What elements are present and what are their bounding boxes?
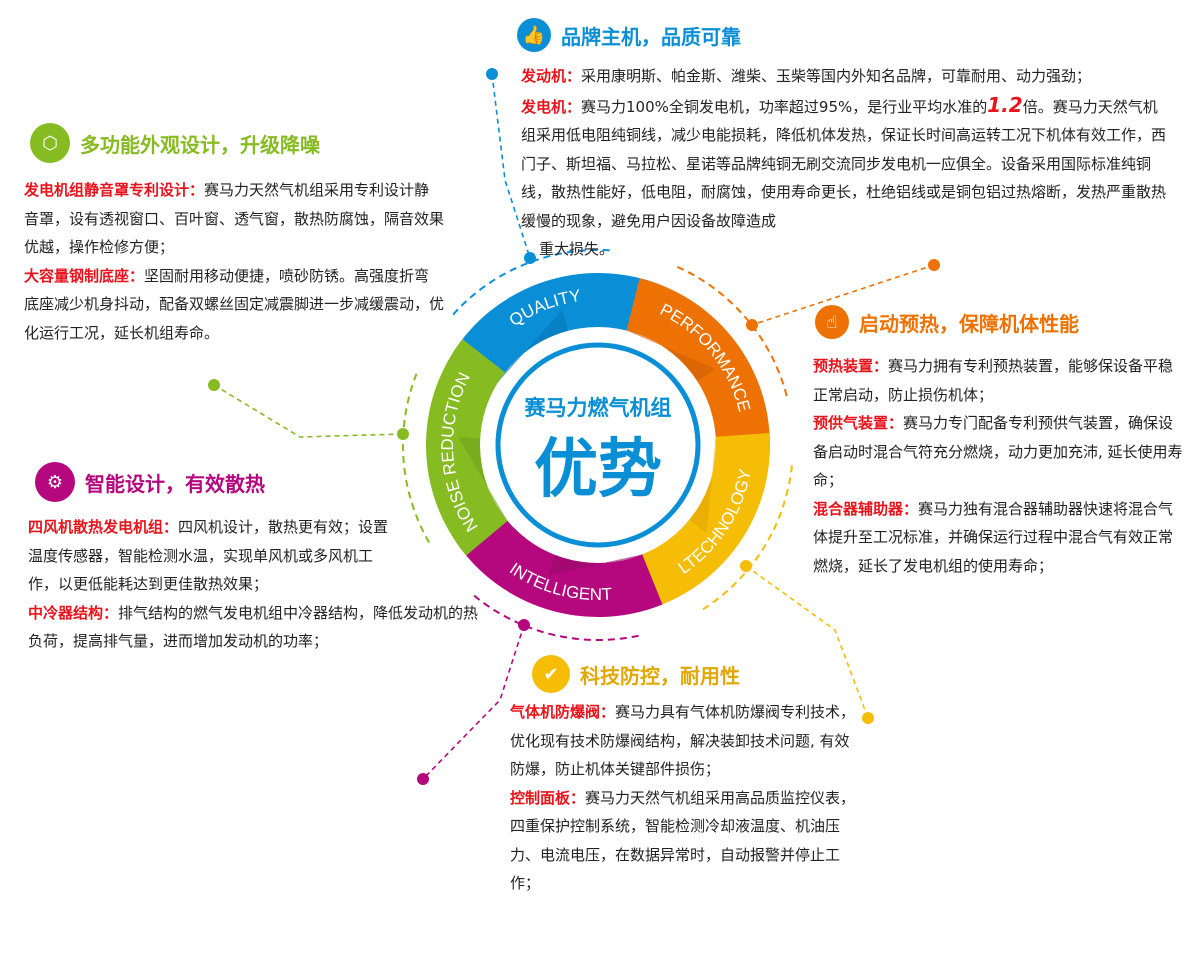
technology-title: 科技防控，耐用性	[580, 663, 740, 688]
label: 预供气装置：	[813, 414, 904, 432]
center-subtitle: 赛马力燃气机组	[524, 396, 672, 420]
desc: 采用康明斯、帕金斯、潍柴、玉柴等国内外知名品牌，可靠耐用、动力强劲；	[581, 67, 1092, 85]
noise-title: 多功能外观设计，升级降噪	[80, 132, 320, 157]
connector-dot	[862, 712, 874, 724]
desc: 赛马力天然气机组采用专利设计静音罩，设有透视窗口、百叶窗、透气窗，散热防腐蚀，隔…	[24, 181, 445, 256]
connector-dot	[928, 259, 940, 271]
label: 发动机：	[521, 67, 582, 85]
intelligent-title: 智能设计，有效散热	[85, 471, 265, 496]
outer-dashed-arc	[402, 371, 430, 543]
connector-dot	[486, 68, 498, 80]
quality-title: 品牌主机，品质可靠	[561, 24, 741, 49]
performance-title: 启动预热，保障机体性能	[859, 311, 1079, 336]
center-title: 优势	[534, 433, 662, 507]
connector-dot	[208, 379, 220, 391]
technology-text: 气体机防爆阀：赛马力具有气体机防爆阀专利技术，优化现有技术防爆阀结构，解决装卸技…	[510, 698, 860, 898]
connector-dot	[746, 319, 758, 331]
connector-technology	[745, 565, 869, 719]
desc: 赛马力具有气体机防爆阀专利技术，优化现有技术防爆阀结构，解决装卸技术问题, 有效…	[510, 703, 856, 778]
desc: 赛马力拥有专利预热装置，能够保设备平稳正常启动，防止损伤机体；	[813, 357, 1174, 404]
outer-dashed-arc	[452, 249, 612, 316]
connector-dot	[397, 428, 409, 440]
segment-shade	[497, 309, 568, 383]
label: 发电机：	[521, 97, 582, 116]
segment-shade	[458, 437, 508, 521]
shield-check-icon: ✔	[532, 655, 570, 693]
noise-text: 发电机组静音罩专利设计：赛马力天然气机组采用专利设计静音罩，设有透视窗口、百叶窗…	[24, 176, 444, 347]
quality-heading: 👍 品牌主机，品质可靠	[517, 18, 741, 52]
hexagon-icon: ⬡	[30, 123, 70, 163]
outer-dashed-arc	[700, 465, 793, 612]
intelligent-heading: ⚙ 智能设计，有效散热	[35, 462, 265, 502]
connector-dot	[524, 252, 536, 264]
center-circle	[495, 342, 701, 548]
desc: 重大损失。	[539, 240, 615, 258]
connector-noise	[213, 384, 404, 438]
performance-text: 预热装置：赛马力拥有专利预热装置，能够保设备平稳正常启动，防止损伤机体； 预供气…	[813, 352, 1183, 580]
label: 预热装置：	[813, 357, 889, 375]
noise-heading: ⬡ 多功能外观设计，升级降噪	[30, 123, 320, 163]
outer-dashed-arc	[472, 593, 639, 641]
label: 中冷器结构：	[28, 603, 119, 622]
segment-shade	[626, 330, 716, 382]
thumbs-up-icon: 👍	[517, 18, 551, 52]
highlight-value: 1.2	[987, 92, 1023, 117]
technology-heading: ✔ 科技防控，耐用性	[532, 655, 740, 693]
desc: 赛马力天然气机组采用高品质监控仪表，四重保护控制系统，智能检测冷却液温度、机油压…	[510, 788, 856, 893]
label: 四风机散热发电机组：	[28, 518, 179, 536]
quality-text: 发动机：采用康明斯、帕金斯、潍柴、玉柴等国内外知名品牌，可靠耐用、动力强劲； 发…	[521, 62, 1171, 264]
intelligent-text: 四风机散热发电机组：四风机设计，散热更有效；设置温度传感器，智能检测水温，实现单…	[28, 513, 488, 656]
desc: 赛马力专门配备专利预供气装置，确保设备启动时混合气符充分燃烧，动力更加充沛, 延…	[813, 414, 1183, 489]
connector-dot	[518, 619, 530, 631]
segment-shade	[547, 554, 643, 576]
label: 发电机组静音罩专利设计：	[24, 181, 205, 199]
connector-dot	[740, 560, 752, 572]
label: 气体机防爆阀：	[510, 703, 616, 721]
desc: 排气结构的燃气发电机组中冷器结构，降低发动机的热负荷，提高排气量，进而增加发动机…	[28, 603, 479, 651]
connector-dot	[417, 773, 429, 785]
desc: 倍。赛马力天然气机组采用低电阻纯铜线，减少电能损耗，降低机体发热，保证长时间高运…	[521, 97, 1167, 230]
desc: 赛马力独有混合器辅助器快速将混合气体提升至工况标准，并确保运行过程中混合气有效正…	[813, 499, 1174, 575]
label: 大容量钢制底座：	[24, 266, 145, 285]
gears-icon: ⚙	[35, 462, 75, 502]
connector-performance	[751, 264, 935, 326]
performance-heading: ☝ 启动预热，保障机体性能	[815, 305, 1079, 339]
label: 控制面板：	[510, 788, 586, 807]
label: 混合器辅助器：	[813, 499, 919, 518]
desc: 坚固耐用移动便捷，喷砂防锈。高强度折弯底座减少机身抖动，配备双螺丝固定减震脚进一…	[24, 266, 445, 342]
desc: 赛马力100%全铜发电机，功率超过95%，是行业平均水准的	[581, 97, 988, 116]
segment-shade	[689, 436, 716, 534]
outer-dashed-arc	[676, 265, 789, 399]
touch-icon: ☝	[815, 305, 849, 339]
desc: 四风机设计，散热更有效；设置温度传感器，智能检测水温，实现单风机或多风机工作，以…	[28, 518, 389, 593]
